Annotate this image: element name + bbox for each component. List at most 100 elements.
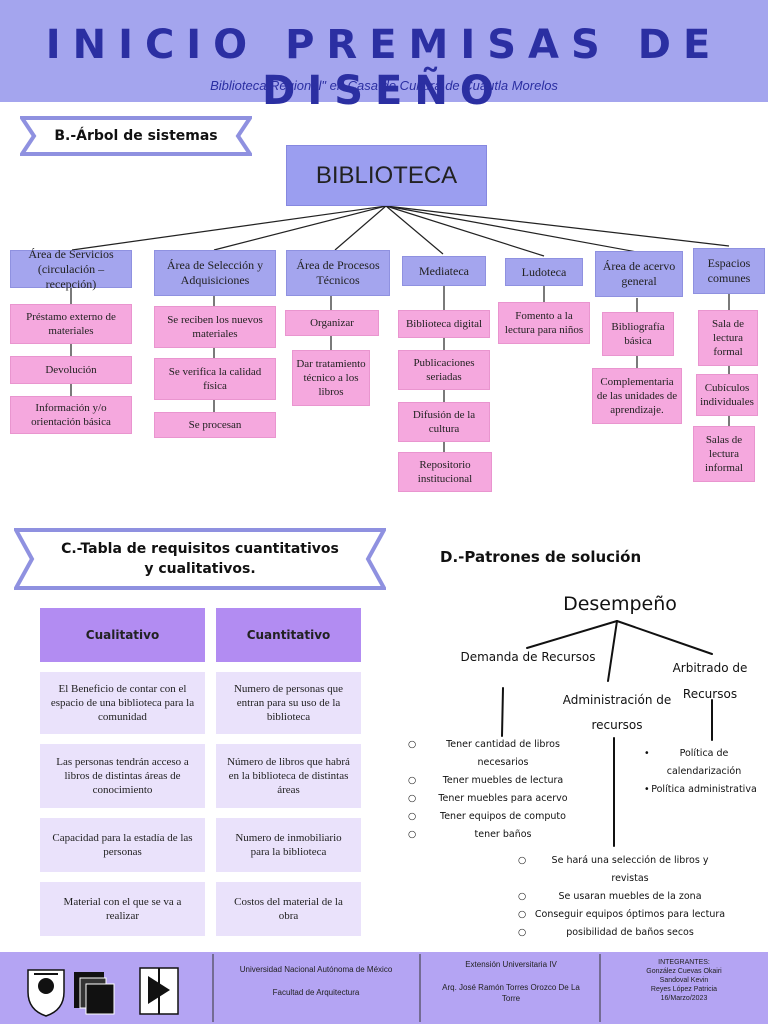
area-mediateca: Mediateca (402, 256, 486, 286)
bullet-icon: ○ (408, 775, 417, 786)
list-item: ○posibilidad de baños secos (518, 924, 728, 942)
bullet-icon: • (644, 748, 650, 759)
leaf-salas-informal: Salas de lectura informal (693, 426, 755, 482)
branch-arbitrado-line2: Recursos (682, 687, 738, 701)
leaf-verifica: Se verifica la calidad física (154, 358, 276, 400)
table-cell: El Beneficio de contar con el espacio de… (40, 672, 205, 734)
section-c-heading: C.-Tabla de requisitos cuantitativos y c… (61, 539, 339, 579)
branch-administracion-line2: recursos (591, 718, 643, 732)
footer-member: González Cuevas Okairi (646, 968, 722, 975)
bullet-icon: ○ (408, 739, 417, 750)
area-procesos: Área de Procesos Técnicos (286, 250, 390, 296)
leaf-publicaciones: Publicaciones seriadas (398, 350, 490, 390)
list-item: ○tener baños (408, 826, 598, 844)
section-d-heading: D.-Patrones de solución (440, 548, 642, 566)
list-item: necesarios (477, 757, 529, 768)
table-cell: Material con el que se va a realizar (40, 882, 205, 936)
area-acervo: Área de acervo general (595, 251, 683, 297)
footer-course: Extensión Universitaria IV (465, 960, 557, 969)
footer-dividers (212, 954, 601, 1022)
footer-faculty: Facultad de Arquitectura (272, 988, 360, 997)
leaf-informacion: Información y/o orientación básica (10, 396, 132, 434)
list-item: calendarización (666, 766, 742, 777)
faculty-logo-icon (74, 972, 115, 1015)
table-cell: Las personas tendrán acceso a libros de … (40, 744, 205, 808)
tree-connectors (70, 205, 730, 452)
branch-administracion-line1: Administración de (562, 693, 672, 707)
pattern-list-administracion: ○Se hará una selección de libros y revis… (518, 852, 728, 942)
list-item: ○Tener muebles para acervo (408, 790, 598, 808)
pattern-connectors (501, 620, 713, 847)
pattern-branch-arbitrado: Arbitrado de Recursos (664, 655, 756, 707)
page-subtitle: Biblioteca Regional" en Casa de Cultura … (210, 78, 558, 93)
leaf-bibliografia: Bibliografía básica (602, 312, 674, 356)
bullet-icon: ○ (518, 891, 527, 902)
bullet-icon: ○ (408, 811, 417, 822)
table-header-cualitativo: Cualitativo (40, 608, 205, 662)
pattern-root: Desempeño (563, 593, 677, 615)
section-b-ribbon: B.-Árbol de sistemas (20, 116, 252, 156)
area-ludoteca: Ludoteca (505, 258, 583, 286)
leaf-reciben: Se reciben los nuevos materiales (154, 306, 276, 348)
footer-members: INTEGRANTES: González Cuevas Okairi Sand… (604, 958, 764, 1003)
footer-member: Reyes López Patricia (650, 986, 718, 993)
table-cell: Costos del material de la obra (216, 882, 361, 936)
bullet-icon: ○ (518, 927, 527, 938)
list-item: ○Tener cantidad de libros (408, 736, 598, 754)
footer-teacher-line1: Arq. José Ramón Torres Orozco De La (442, 983, 580, 992)
leaf-procesan: Se procesan (154, 412, 276, 438)
section-c-heading-line2: y cualitativos. (144, 561, 256, 577)
leaf-difusion: Difusión de la cultura (398, 402, 490, 442)
architecture-logo-icon (139, 967, 179, 1015)
leaf-cubiculos: Cubículos individuales (696, 374, 758, 416)
bullet-icon: ○ (518, 909, 527, 920)
table-header-cuantitativo: Cuantitativo (216, 608, 361, 662)
area-servicios: Área de Servicios (circulación – recepci… (10, 247, 132, 291)
footer-bar (0, 952, 768, 1024)
institution-logos (27, 967, 179, 1017)
list-item: ○Tener equipos de computo (408, 808, 598, 826)
bullet-icon: ○ (408, 793, 417, 804)
section-c-ribbon: C.-Tabla de requisitos cuantitativos y c… (14, 528, 386, 590)
leaf-prestamo: Préstamo externo de materiales (10, 304, 132, 344)
footer-date: 16/Marzo/2023 (660, 995, 708, 1002)
ribbon-shape (14, 528, 386, 590)
table-cell: Capacidad para la estadía de las persona… (40, 818, 205, 872)
footer-teacher: Arq. José Ramón Torres Orozco De La Torr… (424, 982, 598, 1004)
leaf-complementaria: Complementaria de las unidades de aprend… (592, 368, 682, 424)
area-seleccion: Área de Selección y Adquisiciones (154, 250, 276, 296)
footer-members-title: INTEGRANTES: (658, 959, 710, 966)
leaf-sala-formal: Sala de lectura formal (698, 310, 758, 366)
pattern-list-arbitrado: •Política de calendarización •Política a… (644, 745, 764, 799)
ribbon-shape (20, 116, 252, 156)
list-item: •Política de (644, 745, 764, 763)
page-title: INICIO PREMISAS DE DISEÑO (45, 22, 723, 114)
bullet-icon: • (644, 784, 650, 795)
list-item: •Política administrativa (644, 781, 764, 799)
unam-shield-icon (27, 969, 65, 1017)
table-cell: Numero de personas que entran para su us… (216, 672, 361, 734)
list-item: ○Se usaran muebles de la zona (518, 888, 728, 906)
bullet-icon: ○ (518, 855, 527, 866)
table-cell: Numero de inmobiliario para la bibliotec… (216, 818, 361, 872)
bullet-icon: ○ (408, 829, 417, 840)
pattern-branch-demanda: Demanda de Recursos (460, 650, 596, 664)
footer-member: Sandoval Kevin (659, 977, 709, 984)
pattern-list-demanda: ○Tener cantidad de libros necesarios ○Te… (408, 736, 598, 844)
table-cell: Número de libros que habrá en la bibliot… (216, 744, 361, 808)
section-c-heading-line1: C.-Tabla de requisitos cuantitativos (61, 541, 339, 557)
footer-teacher-line2: Torre (501, 994, 521, 1003)
leaf-repositorio: Repositorio institucional (398, 452, 492, 492)
leaf-devolucion: Devolución (10, 356, 132, 384)
tree-root-biblioteca: BIBLIOTECA (286, 145, 487, 206)
list-item: ○Se hará una selección de libros y revis… (518, 852, 728, 888)
leaf-tratamiento: Dar tratamiento técnico a los libros (292, 350, 370, 406)
list-item: ○Tener muebles de lectura (408, 772, 598, 790)
section-b-heading: B.-Árbol de sistemas (54, 128, 218, 144)
branch-arbitrado-line1: Arbitrado de (672, 661, 748, 675)
leaf-biblioteca-digital: Biblioteca digital (398, 310, 490, 338)
area-espacios: Espacios comunes (693, 248, 765, 294)
pattern-branch-administracion: Administración de recursos (555, 688, 679, 738)
list-item: ○Conseguir equipos óptimos para lectura (518, 906, 728, 924)
leaf-fomento: Fomento a la lectura para niños (498, 302, 590, 344)
